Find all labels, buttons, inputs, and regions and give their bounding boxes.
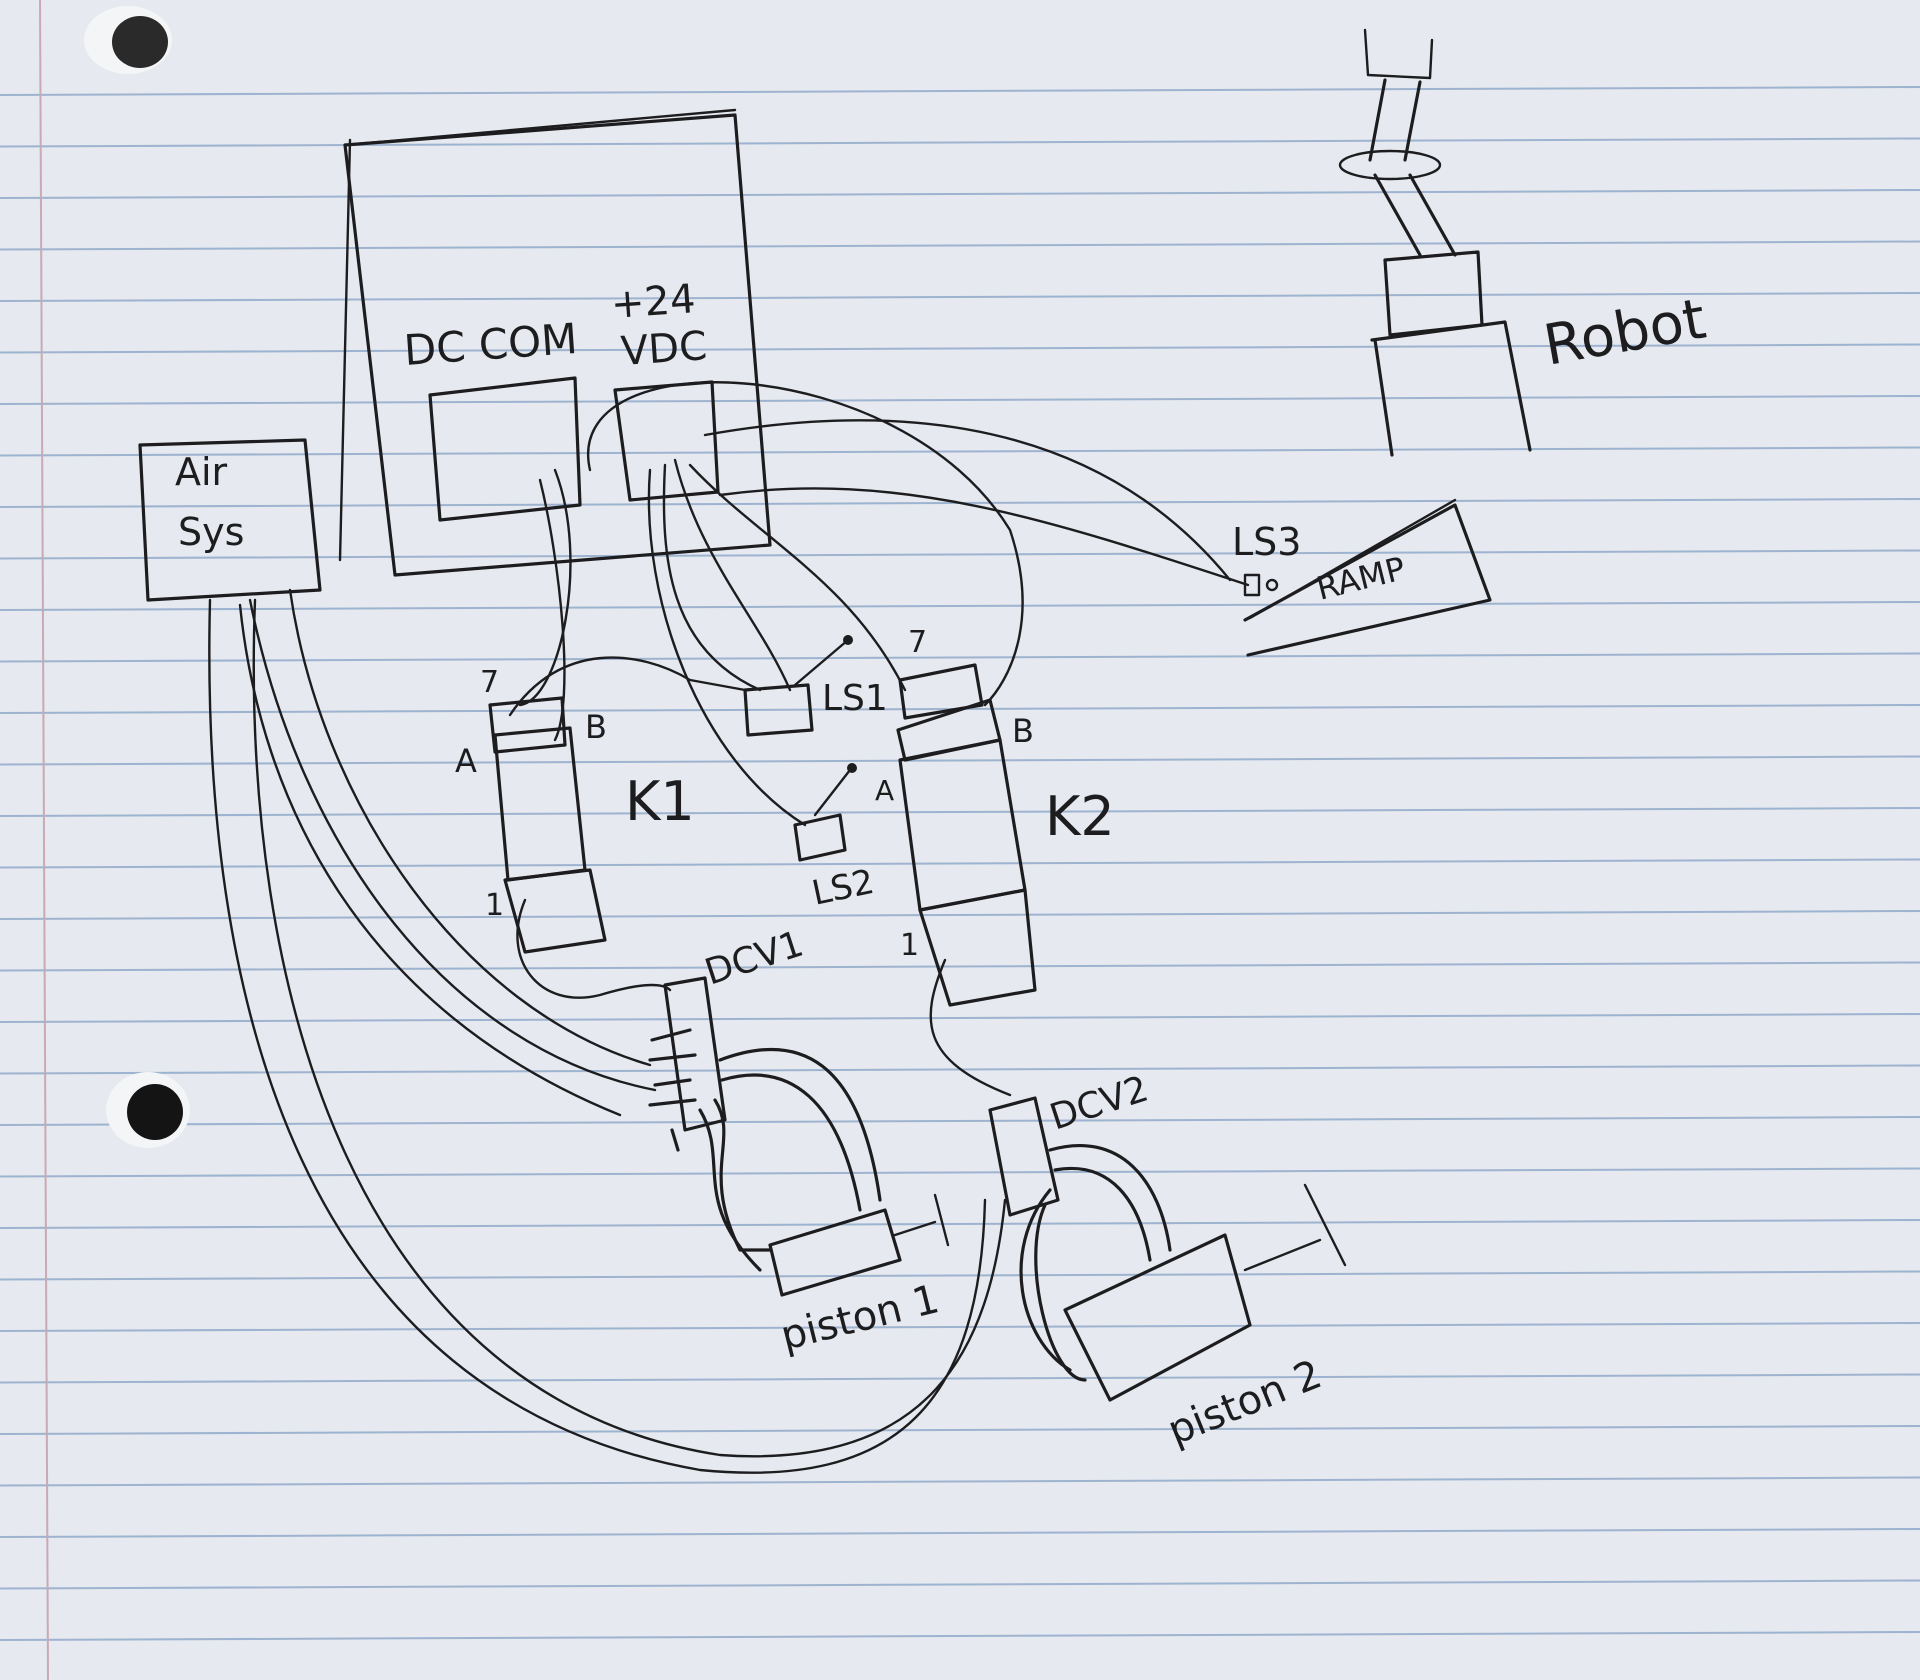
ls3-label: LS3 <box>1232 520 1301 564</box>
vdc-label: VDC <box>619 323 708 375</box>
rule-line <box>0 961 1920 972</box>
rule-line <box>0 1167 1920 1178</box>
k1-pinA: A <box>455 742 477 780</box>
rule-line <box>0 807 1920 817</box>
limit-switch-ls1: LS1 <box>743 635 888 737</box>
piston-1: piston 1 <box>768 1193 950 1360</box>
relay-k2: K2 7 A B 1 <box>875 625 1115 1007</box>
limit-switch-ls2: LS2 <box>793 763 878 914</box>
rule-line <box>0 549 1920 560</box>
rule-line <box>0 1116 1920 1126</box>
rule-line <box>0 343 1920 354</box>
rule-line <box>0 1579 1920 1590</box>
binder-hole-middle <box>106 1072 190 1148</box>
rule-line <box>0 86 1920 96</box>
k1-pinB: B <box>585 708 607 746</box>
rule-line <box>0 1270 1920 1281</box>
rule-line <box>0 858 1920 869</box>
plus24-label: +24 <box>609 276 696 328</box>
dc-com-terminal <box>428 376 582 522</box>
sys-label: Sys <box>178 510 244 554</box>
margin-line <box>39 0 49 1680</box>
relay-k1: K1 7 A B 1 <box>455 665 695 954</box>
k1-pin7: 7 <box>480 665 499 700</box>
dcv2-valve: DCV2 <box>988 1069 1153 1217</box>
dcv1-valve: DCV1 <box>648 924 808 1152</box>
vdc-terminal <box>613 380 720 502</box>
dcv1-label: DCV1 <box>700 924 808 994</box>
piston-2: piston 2 <box>1063 1183 1347 1454</box>
ls2-label: LS2 <box>809 862 878 914</box>
rule-line <box>0 1373 1920 1384</box>
ramp-label: RAMP <box>1313 549 1409 608</box>
k2-pin1: 1 <box>900 928 919 963</box>
ramp: RAMP LS3 <box>1232 498 1492 657</box>
k1-pin1: 1 <box>485 888 504 923</box>
k2-label: K2 <box>1045 785 1115 848</box>
k2-pin7: 7 <box>908 625 927 660</box>
dcv2-label: DCV2 <box>1045 1069 1153 1139</box>
rule-line <box>0 1528 1920 1538</box>
air-system: Air Sys <box>138 438 322 602</box>
k2-pinA: A <box>875 774 894 807</box>
rule-line <box>0 601 1920 611</box>
piston2-label: piston 2 <box>1162 1351 1329 1454</box>
dc-com-label: DC COM <box>402 314 579 375</box>
air-label: Air <box>175 450 228 494</box>
rule-line <box>0 1013 1920 1023</box>
k2-pinB: B <box>1012 712 1034 750</box>
rule-line <box>0 446 1920 457</box>
rule-line <box>0 1322 1920 1332</box>
rule-line <box>0 910 1920 920</box>
rule-line <box>0 292 1920 302</box>
rule-line <box>0 755 1920 766</box>
rule-line <box>0 1631 1920 1641</box>
wires <box>208 381 1250 1474</box>
k1-label: K1 <box>625 770 695 833</box>
rule-line <box>0 1219 1920 1229</box>
rule-line <box>0 395 1920 405</box>
rule-line <box>0 1476 1920 1487</box>
rule-line <box>0 137 1920 148</box>
rule-line <box>0 1425 1920 1435</box>
ls1-label: LS1 <box>822 678 888 719</box>
rule-line <box>0 652 1920 663</box>
rule-line <box>0 189 1920 199</box>
binder-hole-top <box>84 6 172 74</box>
robot-label: Robot <box>1539 287 1710 379</box>
rule-line <box>0 240 1920 251</box>
